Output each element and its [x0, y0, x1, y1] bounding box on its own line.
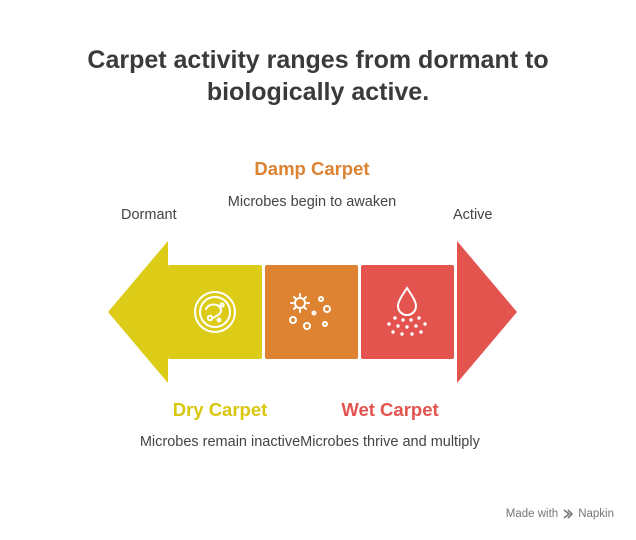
- damp-carpet-description: Microbes begin to awaken: [227, 194, 397, 210]
- active-arrow-head: [457, 241, 517, 383]
- page-title: Carpet activity ranges from dormant to b…: [87, 46, 549, 106]
- made-with-label: Made with: [505, 508, 559, 520]
- napkin-brand-label: Napkin: [578, 508, 614, 520]
- dry-carpet-description: Microbes remain inactive: [139, 434, 301, 450]
- damp-carpet-block: [265, 265, 358, 359]
- dry-carpet-block: [168, 265, 262, 359]
- dormant-arrow-head: [108, 241, 168, 383]
- water-drop-spray-icon: [387, 286, 427, 336]
- petri-dish-microbe-icon: [194, 291, 236, 333]
- wet-carpet-heading: Wet Carpet: [341, 399, 439, 420]
- made-with-napkin-badge: Made with Napkin: [506, 508, 614, 520]
- wet-carpet-description: Microbes thrive and multiply: [300, 434, 480, 450]
- napkin-logo-icon: [563, 509, 574, 519]
- dry-carpet-heading: Dry Carpet: [172, 399, 268, 420]
- spreading-microbes-icon: [289, 293, 331, 330]
- damp-carpet-heading: Damp Carpet: [254, 158, 370, 179]
- wet-carpet-block: [361, 265, 454, 359]
- dormant-label: Dormant: [121, 207, 177, 223]
- active-label: Active: [453, 207, 493, 223]
